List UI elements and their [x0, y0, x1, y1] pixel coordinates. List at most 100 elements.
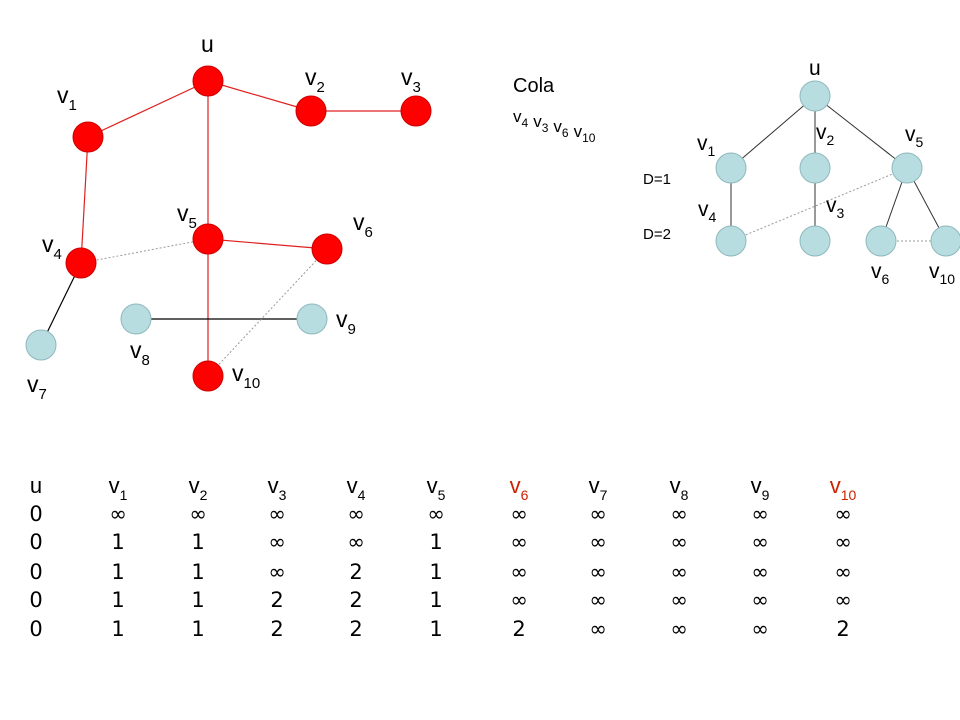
tree-node-label-u: u — [809, 57, 821, 80]
queue-item-0-base: v — [513, 107, 522, 126]
table-header-9-base: v — [751, 473, 762, 498]
tree-node-label-v3-base: v — [826, 194, 837, 217]
tree-node-v4 — [715, 225, 747, 257]
table-header-6-subscript: 6 — [521, 487, 529, 503]
graph-node-label-u-base: u — [201, 31, 214, 57]
graph-node-label-u: u — [201, 31, 214, 57]
tree-node-u — [799, 80, 831, 112]
table-cell-r2-c3: ∞ — [268, 560, 286, 584]
graph-edge-v1-v4 — [80, 136, 89, 264]
table-cell-r3-c6: ∞ — [510, 588, 528, 612]
tree-node-label-v10-subscript: 10 — [940, 271, 956, 287]
table-header-3-base: v — [268, 473, 279, 498]
table-header-8: v8 — [670, 473, 689, 503]
tree-node-v10 — [930, 225, 960, 257]
table-cell-r4-c5: 1 — [429, 617, 442, 641]
queue-item-3-subscript: 10 — [582, 131, 596, 145]
graph-node-label-v2-subscript: 2 — [317, 79, 325, 96]
table-cell-r1-c1: 1 — [111, 530, 124, 554]
queue-item-2-subscript: 6 — [562, 126, 569, 140]
graph-node-label-v6-subscript: 6 — [365, 224, 373, 241]
table-cell-r3-c10: ∞ — [834, 588, 852, 612]
table-cell-r0-c1: ∞ — [109, 502, 127, 526]
table-cell-r3-c9: ∞ — [751, 588, 769, 612]
table-header-1-subscript: 1 — [120, 487, 128, 503]
table-cell-r3-c1: 1 — [111, 588, 124, 612]
tree-node-label-v4-subscript: 4 — [709, 209, 717, 225]
graph-node-v7 — [25, 329, 57, 361]
graph-edge-v4-v5 — [80, 238, 209, 264]
table-header-9-subscript: 9 — [762, 487, 770, 503]
table-cell-r4-c4: 2 — [349, 617, 362, 641]
graph-node-label-v1-base: v — [57, 82, 69, 108]
table-cell-r2-c4: 2 — [349, 560, 362, 584]
table-header-9: v9 — [751, 473, 770, 503]
graph-edge-v6-v10 — [207, 248, 328, 377]
table-cell-r3-c2: 1 — [191, 588, 204, 612]
table-header-7-subscript: 7 — [600, 487, 608, 503]
graph-edge-u-v2 — [207, 80, 312, 112]
table-header-0-base: u — [30, 473, 42, 498]
table-header-2: v2 — [189, 473, 208, 503]
graph-node-label-v1: v1 — [57, 82, 77, 114]
table-header-8-subscript: 8 — [681, 487, 689, 503]
tree-node-label-v4-base: v — [698, 198, 709, 221]
tree-node-label-v6-subscript: 6 — [882, 271, 890, 287]
graph-node-label-v1-subscript: 1 — [69, 97, 77, 114]
graph-node-label-v7-base: v — [27, 371, 39, 397]
graph-node-label-v3-base: v — [401, 64, 413, 90]
tree-node-v5 — [891, 152, 923, 184]
table-cell-r1-c0: 0 — [29, 530, 42, 554]
table-cell-r2-c7: ∞ — [589, 560, 607, 584]
table-cell-r2-c8: ∞ — [670, 560, 688, 584]
tree-node-label-v2: v2 — [816, 121, 835, 148]
graph-node-v5 — [192, 223, 224, 255]
graph-node-label-v5-subscript: 5 — [189, 215, 197, 232]
tree-node-label-v2-base: v — [816, 121, 827, 144]
graph-node-v4 — [65, 247, 97, 279]
tree-node-label-v5-subscript: 5 — [916, 134, 924, 150]
graph-edges — [40, 80, 416, 377]
graph-node-label-v9: v9 — [336, 306, 356, 338]
table-cell-r3-c3: 2 — [270, 588, 283, 612]
table-cell-r3-c4: 2 — [349, 588, 362, 612]
tree-node-label-v10: v10 — [929, 260, 955, 287]
level-label-1: D=1 — [643, 171, 671, 188]
graph-node-v6 — [311, 233, 343, 265]
tree-edge-u-v5 — [814, 95, 908, 169]
graph-node-v2 — [295, 95, 327, 127]
tree-node-label-u-base: u — [809, 57, 821, 80]
table-cell-r4-c3: 2 — [270, 617, 283, 641]
graph-node-label-v6: v6 — [353, 209, 373, 241]
tree-node-v1 — [715, 152, 747, 184]
table-cell-r0-c5: ∞ — [427, 502, 445, 526]
graph-node-label-v8: v8 — [130, 337, 150, 369]
graph-node-label-v5: v5 — [177, 200, 197, 232]
table-cell-r2-c0: 0 — [29, 560, 42, 584]
table-cell-r4-c10: 2 — [836, 617, 849, 641]
queue-item-0-subscript: 4 — [522, 116, 529, 130]
table-cell-r0-c10: ∞ — [834, 502, 852, 526]
tree-node-label-v3-subscript: 3 — [837, 205, 845, 221]
graph-node-v9 — [296, 303, 328, 335]
table-cell-r3-c0: 0 — [29, 588, 42, 612]
graph-node-label-v6-base: v — [353, 209, 365, 235]
table-cell-r4-c8: ∞ — [670, 617, 688, 641]
graph-node-label-v2: v2 — [305, 64, 325, 96]
table-header-0: u — [30, 473, 42, 498]
table-cell-r1-c8: ∞ — [670, 530, 688, 554]
table-cell-r4-c7: ∞ — [589, 617, 607, 641]
table-cell-r2-c2: 1 — [191, 560, 204, 584]
graph-node-label-v4-base: v — [42, 231, 54, 257]
table-header-5-subscript: 5 — [438, 487, 446, 503]
table-header-4-subscript: 4 — [358, 487, 366, 503]
table-cell-r0-c0: 0 — [29, 502, 42, 526]
table-cell-r2-c9: ∞ — [751, 560, 769, 584]
table-cell-r1-c10: ∞ — [834, 530, 852, 554]
table-cell-r1-c6: ∞ — [510, 530, 528, 554]
